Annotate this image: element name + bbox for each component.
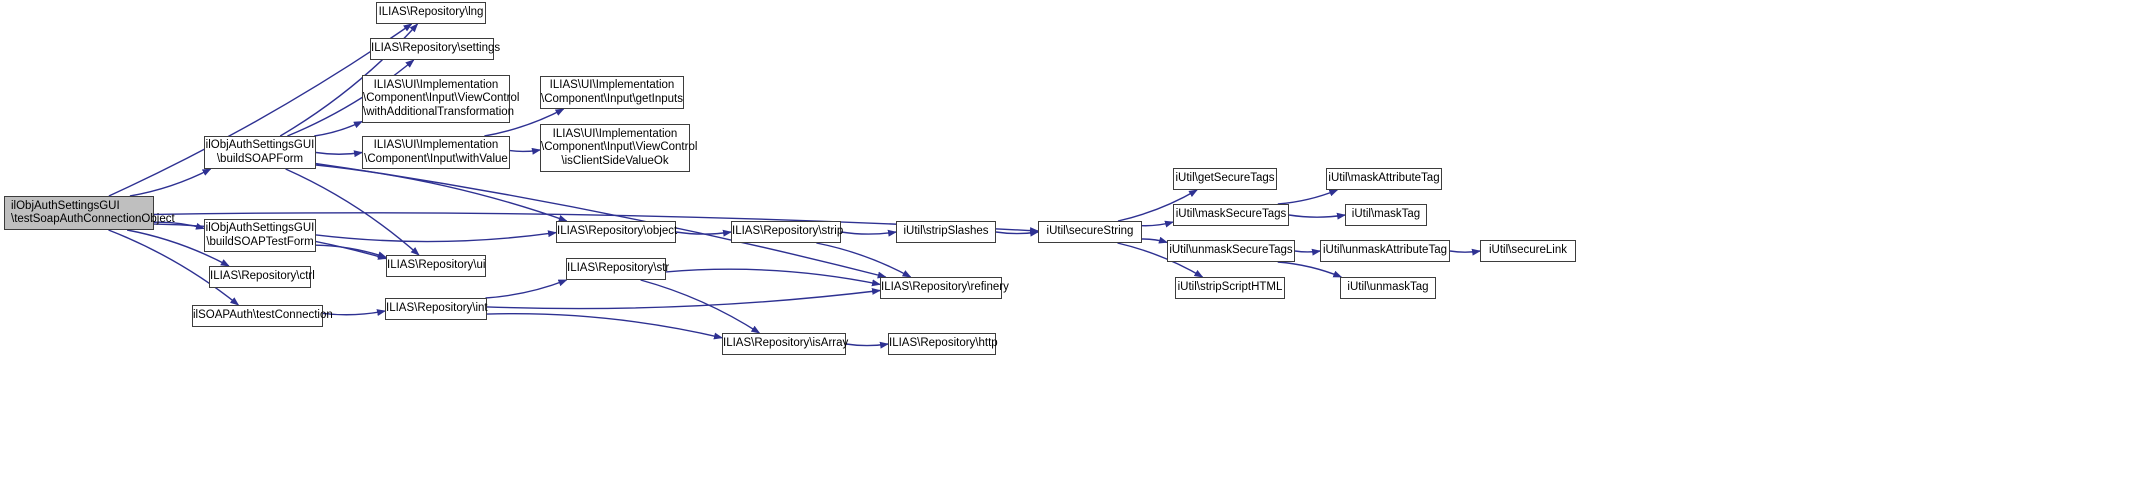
graph-node-label: ILIAS\UI\Implementation \Component\Input… [363, 79, 520, 118]
graph-node-label: ILIAS\Repository\ctrl [210, 270, 315, 283]
graph-edge-int-to-refinery [486, 287, 881, 310]
graph-edge-buildtest-to-object [315, 230, 557, 243]
graph-node-int[interactable]: ILIAS\Repository\int [385, 298, 488, 320]
graph-edge-object-to-strip [675, 229, 732, 237]
graph-node-label: ilObjAuthSettingsGUI \buildSOAPTestForm [205, 222, 315, 248]
graph-node-label: iUtil\maskTag [1351, 208, 1421, 221]
graph-edge-int-to-isarray [486, 313, 723, 340]
graph-node-buildsoap[interactable]: ilObjAuthSettingsGUI \buildSOAPForm [204, 136, 316, 169]
graph-node-label: ILIAS\Repository\object [557, 225, 678, 238]
graph-node-strip[interactable]: ILIAS\Repository\strip [731, 221, 844, 243]
graph-node-clientside[interactable]: ILIAS\UI\Implementation \Component\Input… [540, 124, 698, 172]
graph-edge-buildtest-to-ui [315, 244, 387, 259]
graph-node-label: ILIAS\Repository\settings [371, 42, 501, 55]
graph-edge-masksecure-to-maskattr [1277, 189, 1339, 205]
graph-node-label: ILIAS\Repository\http [889, 337, 998, 350]
graph-node-label: ILIAS\Repository\refinery [881, 281, 1009, 294]
graph-edge-stripsl-to-securestr [995, 229, 1039, 237]
graph-edge-strip-to-refinery [816, 242, 912, 278]
graph-edge-buildsoap-to-object [315, 164, 568, 222]
graph-node-label: ILIAS\Repository\lng [378, 6, 484, 19]
graph-node-refinery[interactable]: ILIAS\Repository\refinery [880, 277, 1009, 299]
graph-node-label: iUtil\unmaskAttributeTag [1323, 244, 1447, 257]
graph-edge-unmasksec-to-unmaskattr [1294, 248, 1321, 256]
graph-node-unmasksec[interactable]: iUtil\unmaskSecureTags [1167, 240, 1295, 262]
graph-node-root[interactable]: ilObjAuthSettingsGUI \testSoapAuthConnec… [4, 196, 175, 230]
graph-edge-masksecure-to-masktag [1288, 212, 1346, 220]
graph-node-maskattr[interactable]: iUtil\maskAttributeTag [1326, 168, 1442, 190]
graph-edge-securestr-to-masksecure [1141, 220, 1174, 228]
graph-node-label: ILIAS\UI\Implementation \Component\Input… [541, 128, 698, 167]
graph-node-label: ILIAS\UI\Implementation \Component\Input… [364, 139, 508, 165]
graph-node-label: ILIAS\Repository\int [386, 302, 488, 315]
graph-edge-withvalue-to-clientside [509, 147, 541, 155]
graph-node-ctrl[interactable]: ILIAS\Repository\ctrl [209, 266, 315, 288]
graph-node-label: ilSOAPAuth\testConnection [193, 309, 333, 322]
graph-edge-root-to-buildsoap [129, 168, 212, 197]
graph-node-http[interactable]: ILIAS\Repository\http [888, 333, 998, 355]
graph-node-unmasktag[interactable]: iUtil\unmaskTag [1340, 277, 1436, 299]
graph-node-label: ILIAS\Repository\isArray [723, 337, 849, 350]
graph-node-ui[interactable]: ILIAS\Repository\ui [386, 255, 486, 277]
graph-edge-str-to-refinery [665, 268, 881, 287]
graph-edge-strip-to-stripsl [840, 229, 897, 237]
graph-node-lng[interactable]: ILIAS\Repository\lng [376, 2, 486, 24]
graph-node-getsecure[interactable]: iUtil\getSecureTags [1173, 168, 1277, 190]
graph-node-label: iUtil\maskSecureTags [1175, 208, 1287, 221]
graph-node-stripscript[interactable]: iUtil\stripScriptHTML [1175, 277, 1285, 299]
graph-node-label: iUtil\stripSlashes [903, 225, 989, 238]
graph-edge-buildsoap-to-viewctrl [314, 120, 363, 137]
graph-edge-securestr-to-unmasksec [1141, 236, 1168, 244]
graph-edge-int-to-str [485, 279, 568, 299]
graph-node-label: ILIAS\UI\Implementation \Component\Input… [541, 79, 683, 105]
graph-node-label: iUtil\maskAttributeTag [1328, 172, 1440, 185]
graph-node-settings[interactable]: ILIAS\Repository\settings [370, 38, 501, 60]
graph-node-label: iUtil\secureString [1046, 225, 1134, 238]
graph-node-unmaskattr[interactable]: iUtil\unmaskAttributeTag [1320, 240, 1450, 262]
graph-node-masksecure[interactable]: iUtil\maskSecureTags [1173, 204, 1289, 226]
graph-node-withvalue[interactable]: ILIAS\UI\Implementation \Component\Input… [362, 136, 510, 169]
graph-node-securelink[interactable]: iUtil\secureLink [1480, 240, 1576, 262]
graph-edge-unmasksec-to-unmasktag [1277, 261, 1343, 278]
graph-node-securestr[interactable]: iUtil\secureString [1038, 221, 1142, 243]
graph-node-label: ILIAS\Repository\str [567, 262, 670, 275]
graph-node-label: iUtil\getSecureTags [1175, 172, 1275, 185]
graph-node-object[interactable]: ILIAS\Repository\object [556, 221, 678, 243]
graph-edge-unmaskattr-to-securelink [1449, 248, 1481, 256]
graph-node-str[interactable]: ILIAS\Repository\str [566, 258, 670, 280]
graph-node-testconn[interactable]: ilSOAPAuth\testConnection [192, 305, 333, 327]
graph-edge-str-to-isarray [640, 279, 761, 334]
graph-node-masktag[interactable]: iUtil\maskTag [1345, 204, 1427, 226]
graph-node-label: iUtil\secureLink [1489, 244, 1567, 257]
graph-node-stripsl[interactable]: iUtil\stripSlashes [896, 221, 996, 243]
graph-node-isarray[interactable]: ILIAS\Repository\isArray [722, 333, 849, 355]
graph-edge-isarray-to-http [845, 341, 889, 349]
graph-node-label: ilObjAuthSettingsGUI \buildSOAPForm [205, 139, 315, 165]
graph-node-getinputs[interactable]: ILIAS\UI\Implementation \Component\Input… [540, 76, 684, 109]
graph-node-viewctrl[interactable]: ILIAS\UI\Implementation \Component\Input… [362, 75, 520, 123]
graph-edge-buildsoap-to-withvalue [315, 150, 363, 158]
graph-node-label: iUtil\unmaskTag [1347, 281, 1429, 294]
graph-node-label: iUtil\unmaskSecureTags [1169, 244, 1293, 257]
graph-node-label: ILIAS\Repository\ui [387, 259, 486, 272]
graph-node-label: ilObjAuthSettingsGUI \testSoapAuthConnec… [11, 199, 175, 225]
graph-node-label: ILIAS\Repository\strip [732, 225, 844, 238]
graph-node-label: iUtil\stripScriptHTML [1177, 281, 1283, 294]
graph-node-buildtest[interactable]: ilObjAuthSettingsGUI \buildSOAPTestForm [204, 219, 316, 252]
